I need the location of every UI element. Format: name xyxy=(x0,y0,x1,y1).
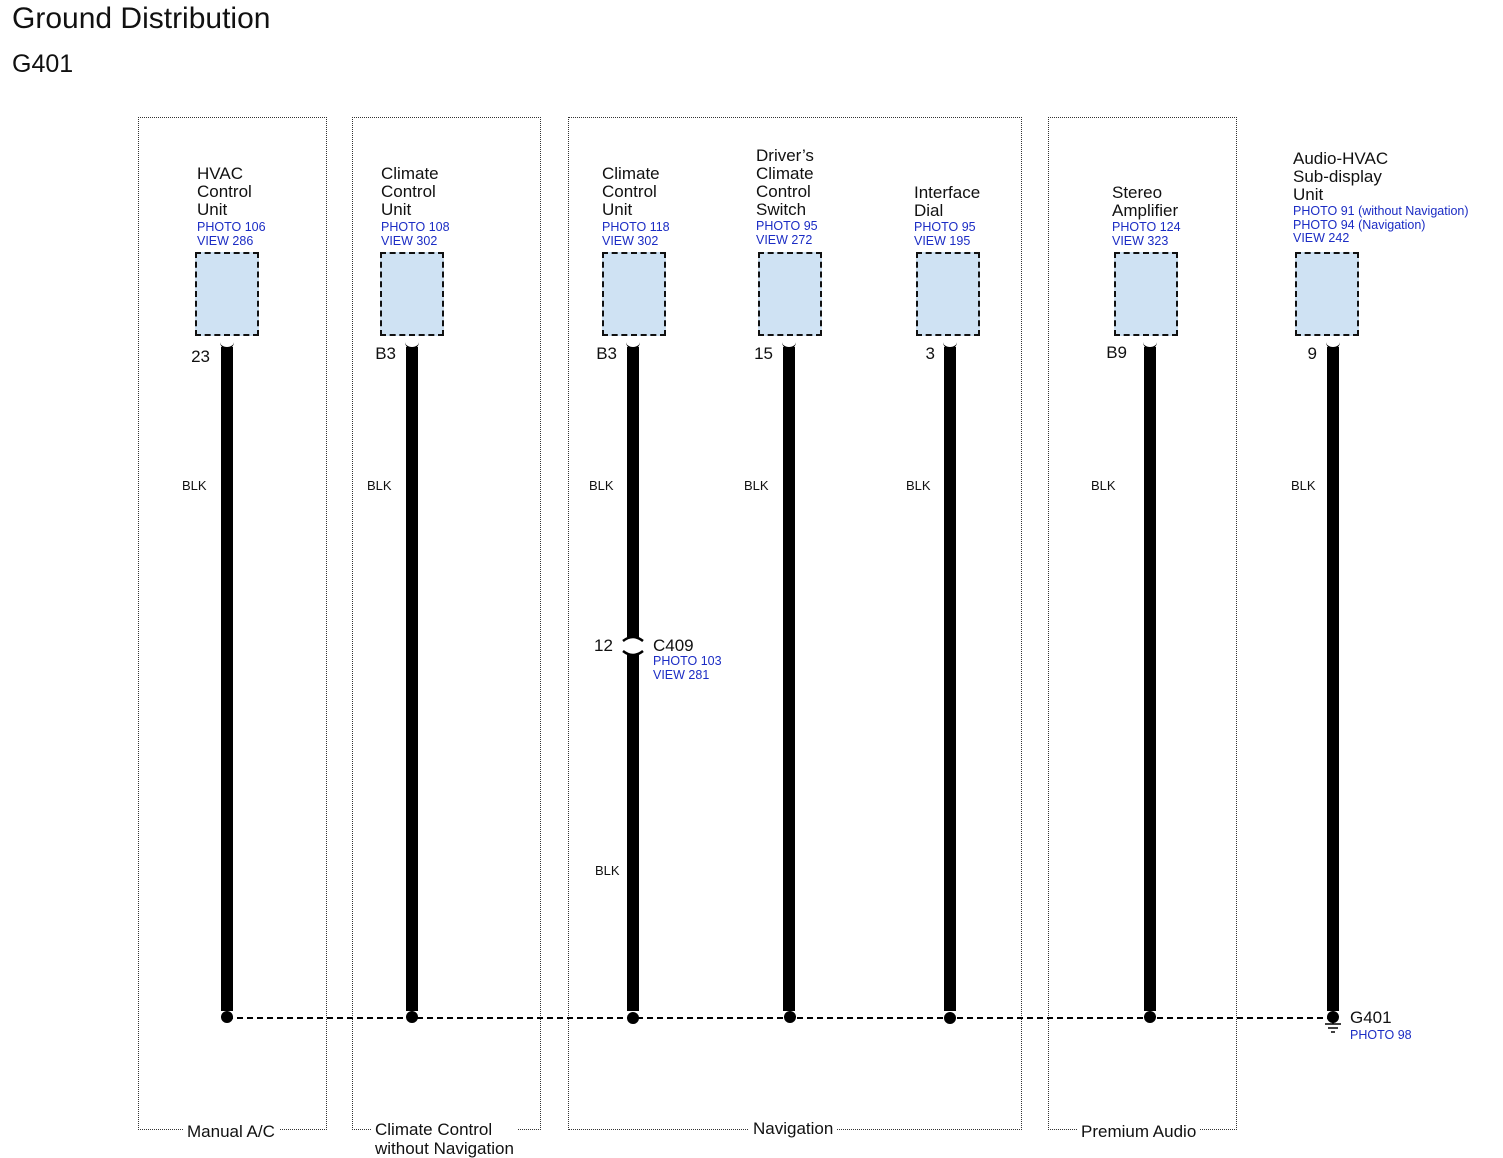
connector-refs: PHOTO 103 VIEW 281 xyxy=(653,654,722,682)
group-label: Navigation xyxy=(749,1119,838,1138)
component-refs: PHOTO 95 VIEW 272 xyxy=(756,219,818,247)
pin-label: B3 xyxy=(375,344,396,363)
pin-label: 23 xyxy=(191,347,210,366)
component-name: Climate Control Unit xyxy=(381,164,439,219)
wire-color-label-lower: BLK xyxy=(595,863,620,878)
splice-point xyxy=(1144,1011,1156,1023)
wire-color-label: BLK xyxy=(744,478,769,493)
splice-point xyxy=(944,1012,956,1024)
splice-point xyxy=(221,1011,233,1023)
group-manual-ac: Manual A/C xyxy=(138,117,327,1141)
component-name: Driver’s Climate Control Switch xyxy=(756,146,814,219)
component-refs: PHOTO 118 VIEW 302 xyxy=(602,220,670,248)
wire-color-label: BLK xyxy=(589,478,614,493)
component-name: Stereo Amplifier xyxy=(1112,183,1179,220)
pin-label: 3 xyxy=(925,344,935,363)
connector-name: C409 xyxy=(653,636,694,655)
component-name: Interface Dial xyxy=(914,183,981,220)
component-refs: PHOTO 124 VIEW 323 xyxy=(1112,220,1181,248)
ground-point xyxy=(1327,1011,1339,1023)
ground-name: G401 xyxy=(1350,1008,1392,1027)
component-box xyxy=(1114,252,1178,336)
group-label: Premium Audio xyxy=(1077,1122,1201,1141)
wire-color-label: BLK xyxy=(1291,478,1316,493)
connector-symbol xyxy=(622,635,644,657)
wire-color-label: BLK xyxy=(906,478,931,493)
page-subtitle: G401 xyxy=(12,50,74,78)
component-box xyxy=(602,252,666,336)
wire-color-label: BLK xyxy=(1091,478,1116,493)
group-premium-audio: Premium Audio xyxy=(1048,117,1237,1141)
pin-label: 15 xyxy=(754,344,773,363)
ground-wire xyxy=(1327,347,1339,1011)
component-box xyxy=(916,252,980,336)
component-box xyxy=(380,252,444,336)
wire-color-label: BLK xyxy=(367,478,392,493)
component-box xyxy=(758,252,822,336)
group-climate-control-without-navigation: Climate Control without Navigation xyxy=(352,117,541,1158)
ground-bus xyxy=(227,1017,1333,1019)
page-title: Ground Distribution xyxy=(12,2,271,35)
splice-point xyxy=(784,1011,796,1023)
ground-wire xyxy=(221,347,233,1011)
group-label: Manual A/C xyxy=(183,1122,279,1141)
ground-wire xyxy=(627,347,639,1011)
component-refs: PHOTO 106 VIEW 286 xyxy=(197,220,266,248)
component-name: Climate Control Unit xyxy=(602,164,660,219)
ground-wire xyxy=(1144,347,1156,1011)
group-label: Climate Control without Navigation xyxy=(371,1120,518,1158)
pin-label: 9 xyxy=(1307,344,1317,363)
ground-wire xyxy=(944,347,956,1011)
pin-label: B9 xyxy=(1106,343,1127,362)
group-navigation: Navigation xyxy=(568,117,1022,1138)
pin-label: B3 xyxy=(596,344,617,363)
component-box xyxy=(195,252,259,336)
component-refs: PHOTO 108 VIEW 302 xyxy=(381,220,450,248)
wire-color-label: BLK xyxy=(182,478,207,493)
splice-point xyxy=(406,1011,418,1023)
ground-ref: PHOTO 98 xyxy=(1350,1028,1412,1042)
component-name: HVAC Control Unit xyxy=(197,164,252,219)
ground-wire xyxy=(406,347,418,1011)
component-refs: PHOTO 91 (without Navigation) PHOTO 94 (… xyxy=(1293,204,1469,245)
ground-icon xyxy=(1325,1020,1341,1033)
component-name: Audio-HVAC Sub-display Unit xyxy=(1293,149,1389,204)
connector-break xyxy=(623,637,643,655)
component-refs: PHOTO 95 VIEW 195 xyxy=(914,220,976,248)
ground-wire xyxy=(783,347,795,1011)
connector-pin: 12 xyxy=(594,636,613,655)
splice-point xyxy=(627,1012,639,1024)
component-box xyxy=(1295,252,1359,336)
